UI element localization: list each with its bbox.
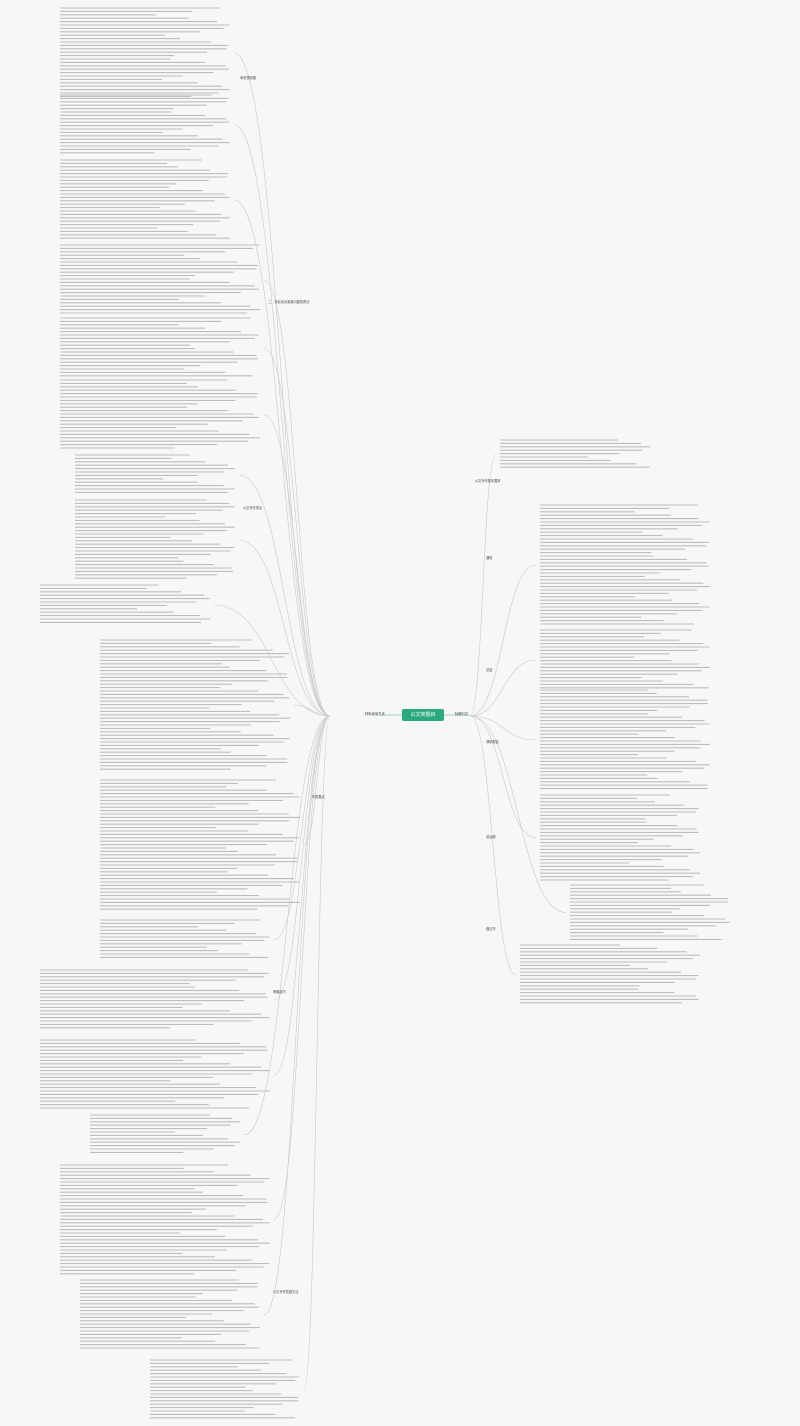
text-block [100, 779, 300, 910]
text-block [540, 629, 710, 689]
connector-line [233, 199, 331, 717]
connector-line [273, 715, 331, 1076]
connector-line [263, 347, 331, 717]
text-block [540, 794, 700, 881]
connector-line [293, 704, 331, 717]
text-block [60, 94, 230, 154]
connector-line [273, 715, 331, 941]
connector-line [263, 279, 331, 717]
text-block [100, 639, 290, 770]
left-main-node[interactable]: 材料阅读方法 [365, 712, 385, 716]
text-block [150, 1359, 300, 1419]
text-block [40, 584, 210, 623]
branch-right-4[interactable]: 调研报告 [486, 740, 499, 744]
connector-line [303, 715, 331, 1391]
text-block [60, 159, 230, 239]
connector-line [238, 474, 331, 717]
text-block [60, 379, 260, 449]
right-main-node[interactable]: 标题行文 [455, 712, 469, 716]
branch-right-3[interactable]: 总结 [486, 668, 493, 672]
branch-left-4[interactable]: 作答要点 [312, 795, 325, 799]
text-block [100, 919, 270, 958]
connector-line [469, 454, 497, 717]
text-block [500, 439, 650, 468]
text-block [60, 7, 230, 97]
text-block [40, 1039, 270, 1109]
branch-right-6[interactable]: 倡议书 [486, 927, 496, 931]
text-block [60, 1164, 270, 1275]
connector-line [233, 124, 331, 717]
connector-line [469, 715, 567, 913]
connector-line [469, 715, 537, 838]
connector-line [263, 715, 331, 1316]
text-block [75, 499, 235, 579]
text-block [570, 884, 730, 940]
connector-line [469, 659, 537, 717]
connector-line [263, 414, 331, 717]
text-block [540, 504, 710, 625]
text-block [90, 1114, 240, 1153]
text-block [40, 969, 270, 1029]
branch-right-2[interactable]: 通知 [486, 556, 493, 560]
connector-line [273, 715, 331, 1221]
connector-line [213, 604, 331, 717]
connector-line [273, 715, 331, 1001]
text-block [75, 454, 235, 493]
connector-line [238, 539, 331, 717]
branch-left-5[interactable]: 审题技巧 [273, 990, 286, 994]
connector-line [243, 715, 331, 1136]
connector-line [469, 715, 517, 976]
root-node[interactable]: 公文类题目 [402, 709, 444, 721]
connector-line [469, 564, 537, 717]
text-block [60, 244, 260, 314]
text-block [80, 1279, 260, 1349]
connector-line [469, 715, 537, 741]
branch-right-5[interactable]: 讲话稿 [486, 835, 496, 839]
branch-left-3[interactable]: 公文写作重点 [243, 506, 263, 510]
branch-left-1[interactable]: 考前预测题 [240, 76, 256, 80]
text-block [540, 689, 710, 790]
text-block [60, 317, 259, 377]
branch-left-6[interactable]: 公文写作答题方法 [273, 1290, 299, 1294]
text-block [520, 944, 700, 1004]
branch-right-1[interactable]: 公文写作基本要求 [475, 479, 501, 483]
branch-left-2[interactable]: 二、请谈谈对某某问题的看法 [268, 300, 310, 304]
connector-line [233, 52, 331, 717]
